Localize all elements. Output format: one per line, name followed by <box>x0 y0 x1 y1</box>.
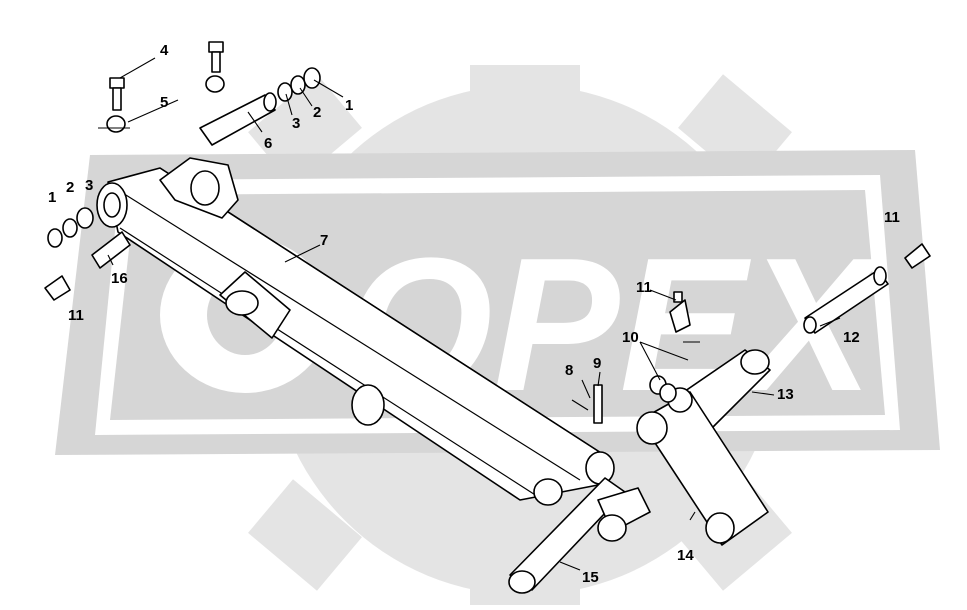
callout-11-left: 11 <box>68 307 84 324</box>
washers-left <box>47 207 94 248</box>
washers-center-10 <box>649 375 677 403</box>
callout-5: 5 <box>160 94 168 111</box>
pin-part-6 <box>199 92 277 146</box>
callout-7: 7 <box>320 232 328 249</box>
callout-3-top: 3 <box>292 115 300 132</box>
cotter-pin-part-8 <box>571 399 589 411</box>
grease-fitting-center <box>669 291 691 333</box>
callout-1-left: 1 <box>48 189 56 206</box>
leader-lines <box>98 57 841 571</box>
grease-fitting-right <box>904 243 931 269</box>
callout-8: 8 <box>565 362 573 379</box>
callout-numbers: 1 2 3 4 5 6 1 2 3 16 11 7 8 9 11 10 11 1… <box>48 42 900 586</box>
pin-part-9 <box>593 384 603 424</box>
callout-13: 13 <box>777 386 794 403</box>
callout-11-center: 11 <box>636 279 652 296</box>
callout-1-top: 1 <box>345 97 353 114</box>
pin-part-12 <box>803 266 889 334</box>
pin-part-16 <box>91 231 131 269</box>
bolt-part-4 <box>109 41 224 111</box>
callout-10: 10 <box>622 329 639 346</box>
callout-9: 9 <box>593 355 601 372</box>
callout-15: 15 <box>582 569 599 586</box>
grease-fitting-left <box>44 275 71 301</box>
callout-3-left: 3 <box>85 177 93 194</box>
callout-2-left: 2 <box>66 179 74 196</box>
callout-14: 14 <box>677 547 694 564</box>
callout-16: 16 <box>111 270 128 287</box>
callout-2-top: 2 <box>313 104 321 121</box>
callout-12: 12 <box>843 329 860 346</box>
washers-top <box>277 67 321 102</box>
callout-4: 4 <box>160 42 169 59</box>
callout-11-right: 11 <box>884 209 900 226</box>
lever-part-15 <box>508 477 651 594</box>
callout-6: 6 <box>264 135 272 152</box>
